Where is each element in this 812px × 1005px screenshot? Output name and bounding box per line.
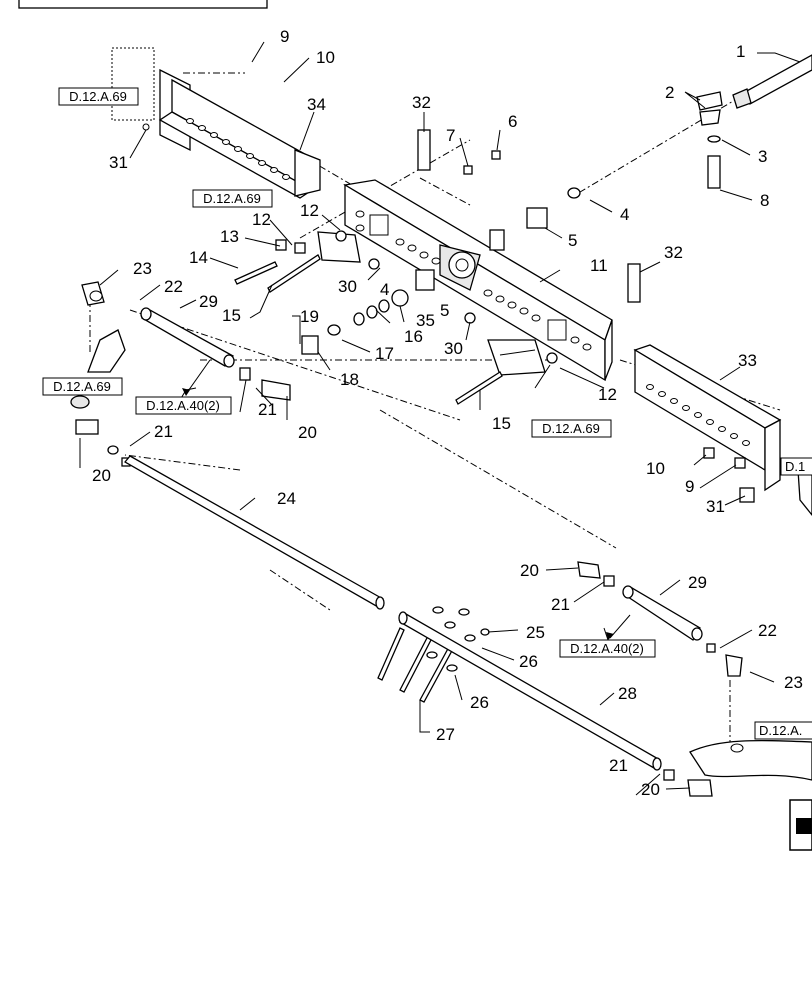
lower-hardware: [426, 606, 490, 672]
callout-12-lower: 12: [598, 385, 617, 404]
shaft-upper-right: [732, 54, 812, 109]
callout-15-lower: 15: [492, 414, 511, 433]
callout-15-upper: 15: [222, 306, 241, 325]
callout-29-left: 29: [199, 292, 218, 311]
ref-box-6: [559, 639, 656, 658]
header-box: [18, 0, 268, 9]
callout-8: 8: [760, 191, 769, 210]
callout-30-right: 30: [444, 339, 463, 358]
callout-24: 24: [277, 489, 296, 508]
bolts: [234, 254, 503, 703]
callout-12-upper: 12: [300, 201, 319, 220]
ref-label-8: D.1: [785, 459, 805, 474]
callout-32-upper: 32: [412, 93, 431, 112]
ref-label-7: D.12.A.: [759, 723, 802, 738]
callout-31-right: 31: [706, 497, 725, 516]
callout-21-a: 21: [258, 400, 277, 419]
callout-9-right: 9: [685, 477, 694, 496]
callout-4-left: 4: [380, 280, 389, 299]
callout-20-b: 20: [92, 466, 111, 485]
callout-20-a: 20: [298, 423, 317, 442]
tie-rod-sleeve-left: [140, 307, 251, 381]
upper-left-pivot-bracket: [317, 230, 361, 263]
callout-7: 7: [446, 126, 455, 145]
callout-30-left: 30: [338, 277, 357, 296]
small-hardware: [275, 91, 723, 355]
callout-13: 13: [220, 227, 239, 246]
callout-5-right: 5: [568, 231, 577, 250]
callout-22-left: 22: [164, 277, 183, 296]
ball-joint-left: [107, 379, 291, 467]
callout-3: 3: [758, 147, 767, 166]
callout-21-d: 21: [609, 756, 628, 775]
callout-25: 25: [526, 623, 545, 642]
right-edge-parts: [703, 447, 812, 851]
ref-label-6: D.12.A.40(2): [570, 641, 644, 656]
callout-11: 11: [590, 256, 608, 275]
callout-2: 2: [665, 83, 674, 102]
callout-4-right: 4: [620, 205, 629, 224]
callout-18: 18: [340, 370, 359, 389]
callout-labels: 1 2 3 4 4 5 5 6 7 8 9 9 10 10 11 12 12 1…: [92, 27, 803, 799]
callout-32-right: 32: [664, 243, 683, 262]
callout-12-mid: 12: [252, 210, 271, 229]
ref-box-8: [780, 457, 812, 476]
callout-10-top: 10: [316, 48, 335, 67]
ref-label-3: D.12.A.69: [53, 379, 111, 394]
ref-label-2: D.12.A.69: [203, 191, 261, 206]
ref-label-4: D.12.A.40(2): [146, 398, 220, 413]
callout-21-b: 21: [154, 422, 173, 441]
callout-29-right: 29: [688, 573, 707, 592]
extension-tube-left: [158, 68, 321, 199]
steering-arm-right: [689, 739, 812, 781]
callout-10-right: 10: [646, 459, 665, 478]
callout-27: 27: [436, 725, 455, 744]
ref-box-7: [754, 721, 812, 740]
callout-22-right: 22: [758, 621, 777, 640]
ref-box-3: [42, 377, 123, 396]
tie-rod-end-left: [70, 281, 126, 435]
ref-box-1: [58, 87, 139, 106]
callout-5-left: 5: [440, 301, 449, 320]
callout-28: 28: [618, 684, 637, 703]
callout-14: 14: [189, 248, 208, 267]
callout-31-left: 31: [109, 153, 128, 172]
callout-6: 6: [508, 112, 517, 131]
ref-box-2: [192, 189, 273, 208]
callout-20-c: 20: [520, 561, 539, 580]
callout-33: 33: [738, 351, 757, 370]
tie-rod-sleeve-right: [622, 585, 703, 641]
callout-35: 35: [416, 311, 435, 330]
callout-21-c: 21: [551, 595, 570, 614]
long-tube: [124, 455, 385, 610]
lower-pivot-bracket: [487, 339, 558, 376]
callout-16: 16: [404, 327, 423, 346]
ball-joint-right: [577, 561, 743, 797]
lower-tube: [398, 611, 662, 771]
callout-9-top: 9: [280, 27, 289, 46]
ref-box-5: [531, 419, 612, 438]
callout-23-right: 23: [784, 673, 803, 692]
reference-boxes: D.12.A.69 D.12.A.69 D.12.A.69 D.12.A.40(…: [42, 87, 812, 740]
ref-label-5: D.12.A.69: [542, 421, 600, 436]
callout-17: 17: [375, 344, 394, 363]
callout-19: 19: [300, 307, 319, 326]
extension-tube-right: [633, 344, 782, 492]
callout-1: 1: [736, 42, 745, 61]
callout-26-lower: 26: [470, 693, 489, 712]
main-axle-beam: [343, 179, 613, 382]
callout-20-d: 20: [641, 780, 660, 799]
ref-label-1: D.12.A.69: [69, 89, 127, 104]
ref-box-4: [135, 396, 232, 415]
callout-23-left: 23: [133, 259, 152, 278]
callout-26-upper: 26: [519, 652, 538, 671]
callout-34: 34: [307, 95, 326, 114]
